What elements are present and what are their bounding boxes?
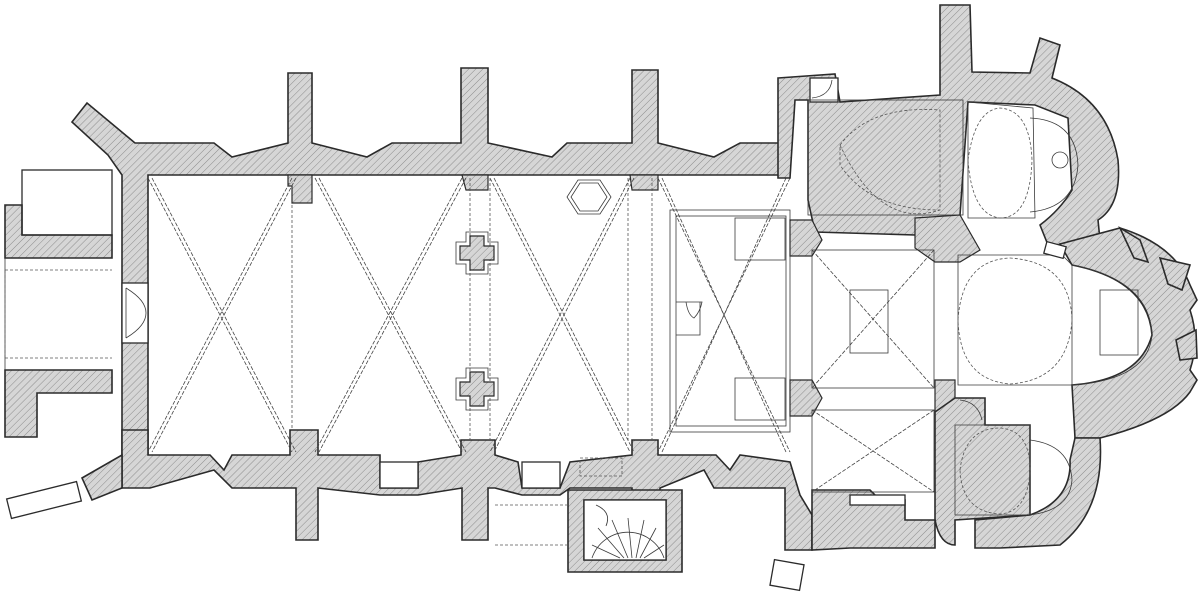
- stair-tower: [495, 457, 805, 592]
- choir-pier-north: [789, 219, 823, 257]
- nave-walls: [5, 67, 813, 551]
- south-door-2: [521, 461, 561, 489]
- north-pier-3: [629, 174, 659, 191]
- south-door-1: [379, 461, 419, 489]
- hexagonal-font: [566, 179, 612, 215]
- nave-south-wall: [121, 429, 813, 551]
- north-chancel-door: [809, 77, 839, 103]
- ne-apse-niche: [1051, 151, 1069, 169]
- crossing-altar: [849, 289, 889, 354]
- stray-block: [769, 558, 805, 592]
- choir-screen-outer: [669, 209, 791, 433]
- apse-buttress-2: [1158, 256, 1192, 292]
- nave-vaulting: [147, 177, 791, 453]
- porch-north-wall: [4, 204, 113, 259]
- choir-stall-north: [734, 217, 786, 261]
- south-apse-walls: [974, 437, 1102, 549]
- porch-south-wall: [4, 369, 113, 438]
- choir-stall-south: [734, 377, 786, 421]
- east-end-walls: [777, 4, 1198, 551]
- choir-pier-south: [789, 379, 823, 417]
- spiral-stair: [591, 504, 665, 559]
- choir-enclosure: [669, 209, 791, 433]
- vault-bay-1: [147, 177, 297, 453]
- north-chapel-walls: [777, 4, 1120, 252]
- sw-corner-buttress: [80, 453, 123, 502]
- porch-north-annex: [21, 169, 113, 236]
- nave-pier-south: [459, 371, 495, 407]
- sw-loose-stone: [5, 480, 83, 520]
- nave-north-wall: [70, 67, 786, 456]
- east-end-interior: [807, 99, 1153, 516]
- north-chapel-niche: [1042, 240, 1068, 260]
- apse-buttress-3: [1175, 328, 1198, 361]
- main-apse-walls: [1058, 227, 1198, 439]
- south-chancel-niche: [849, 494, 906, 506]
- vault-bay-3: [489, 177, 635, 453]
- west-porch: [4, 169, 113, 438]
- vault-bay-2: [314, 177, 467, 453]
- main-altar: [1099, 289, 1139, 356]
- apse-buttress-1: [1118, 225, 1150, 264]
- north-pier-2: [461, 174, 489, 191]
- nave-pier-north: [459, 235, 495, 271]
- vault-bay-4: [657, 177, 791, 453]
- choir-lectern: [676, 301, 703, 336]
